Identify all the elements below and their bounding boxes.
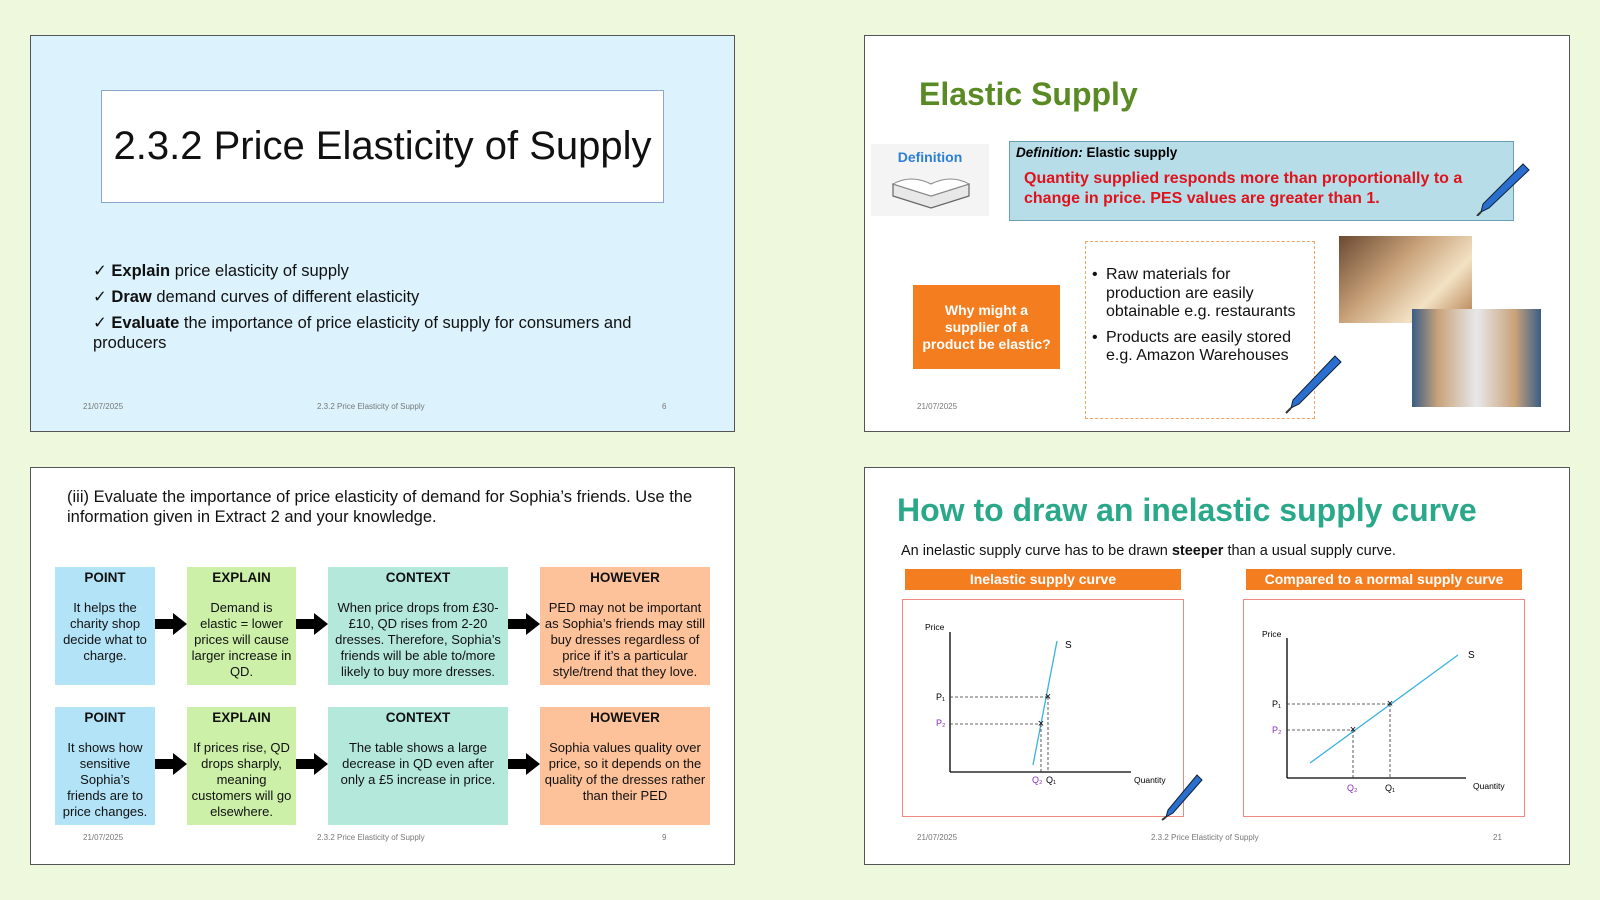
reason-item: •Products are easily stored e.g. Amazon … <box>1092 328 1291 365</box>
svg-text:P₂: P₂ <box>1272 725 1282 735</box>
right-arrow-icon <box>296 753 328 775</box>
objective-item: ✓ Evaluate the importance of price elast… <box>93 314 632 352</box>
svg-text:Quantity: Quantity <box>1134 775 1166 785</box>
svg-text:Q₁: Q₁ <box>1046 775 1056 785</box>
footer-date: 21/07/2025 <box>83 402 124 411</box>
footer-page-number: 6 <box>662 402 667 411</box>
footer-date: 21/07/2025 <box>83 833 124 842</box>
svg-text:Q₂: Q₂ <box>1032 775 1043 785</box>
svg-text:Quantity: Quantity <box>1473 781 1505 791</box>
svg-text:P₁: P₁ <box>1272 699 1281 709</box>
slide-thumbnail-21[interactable]: How to draw an inelastic supply curve An… <box>864 467 1570 865</box>
objective-item: ✓ Draw demand curves of different elasti… <box>93 288 420 306</box>
footer-page-number: 9 <box>662 833 667 842</box>
svg-text:Q₂: Q₂ <box>1347 783 1358 793</box>
svg-text:Definition: Definition <box>898 149 963 165</box>
svg-text:×: × <box>1350 724 1356 736</box>
slide-title: How to draw an inelastic supply curve <box>897 492 1477 528</box>
objective-item: ✓ Explain price elasticity of supply <box>93 262 349 280</box>
normal-supply-diagram: Price Quantity S × × P₁ P₂ Q₂ Q₁ <box>1243 599 1525 817</box>
slide-subtitle: An inelastic supply curve has to be draw… <box>901 543 1396 559</box>
svg-text:P₂: P₂ <box>936 718 946 728</box>
exam-question: (iii) Evaluate the importance of price e… <box>67 488 693 526</box>
svg-text:Q₁: Q₁ <box>1385 783 1395 793</box>
svg-text:P₁: P₁ <box>936 692 945 702</box>
pen-icon <box>1473 160 1531 217</box>
definition-book-icon: Definition <box>871 144 989 216</box>
footer-title: 2.3.2 Price Elasticity of Supply <box>1151 833 1259 842</box>
definition-text: Quantity supplied responds more than pro… <box>1024 170 1463 207</box>
right-arrow-icon <box>508 613 540 635</box>
footer-date: 21/07/2025 <box>917 402 958 411</box>
inelastic-supply-diagram: Price Quantity S × × P₁ P₂ Q₂ Q₁ <box>902 599 1184 817</box>
slide-thumbnail-9[interactable]: (iii) Evaluate the importance of price e… <box>30 467 735 865</box>
right-arrow-icon <box>155 613 187 635</box>
footer-page-number: 21 <box>1493 833 1502 842</box>
svg-text:S: S <box>1468 650 1475 661</box>
slide-title: Elastic Supply <box>919 76 1138 112</box>
slide-title: 2.3.2 Price Elasticity of Supply <box>101 90 664 203</box>
svg-text:S: S <box>1065 640 1072 651</box>
svg-text:Price: Price <box>925 622 945 632</box>
definition-box: Definition: Elastic supply Quantity supp… <box>1009 141 1514 221</box>
slide-thumbnail-elastic-supply[interactable]: Elastic Supply Definition Definition: El… <box>864 35 1570 432</box>
normal-chart-heading: Compared to a normal supply curve <box>1246 569 1522 590</box>
svg-text:Price: Price <box>1262 629 1282 639</box>
footer-title: 2.3.2 Price Elasticity of Supply <box>317 402 425 411</box>
restaurant-photo <box>1339 236 1472 323</box>
right-arrow-icon <box>296 613 328 635</box>
inelastic-chart-heading: Inelastic supply curve <box>905 569 1181 590</box>
right-arrow-icon <box>155 753 187 775</box>
svg-text:×: × <box>1045 691 1051 703</box>
right-arrow-icon <box>508 753 540 775</box>
pen-icon <box>1161 773 1203 821</box>
reasons-list: •Raw materials for production are easily… <box>1085 241 1315 419</box>
footer-title: 2.3.2 Price Elasticity of Supply <box>317 833 425 842</box>
svg-text:×: × <box>1038 718 1044 730</box>
question-box: Why might a supplier of a product be ela… <box>913 285 1060 369</box>
reason-item: •Raw materials for production are easily… <box>1092 266 1296 320</box>
svg-text:×: × <box>1387 698 1393 710</box>
warehouse-photo <box>1412 309 1541 407</box>
pen-icon <box>1283 352 1343 414</box>
slide-thumbnail-6[interactable]: 2.3.2 Price Elasticity of Supply ✓ Expla… <box>30 35 735 432</box>
objectives-list: ✓ Explain price elasticity of supply ✓ D… <box>93 262 693 360</box>
footer-date: 21/07/2025 <box>917 833 958 842</box>
